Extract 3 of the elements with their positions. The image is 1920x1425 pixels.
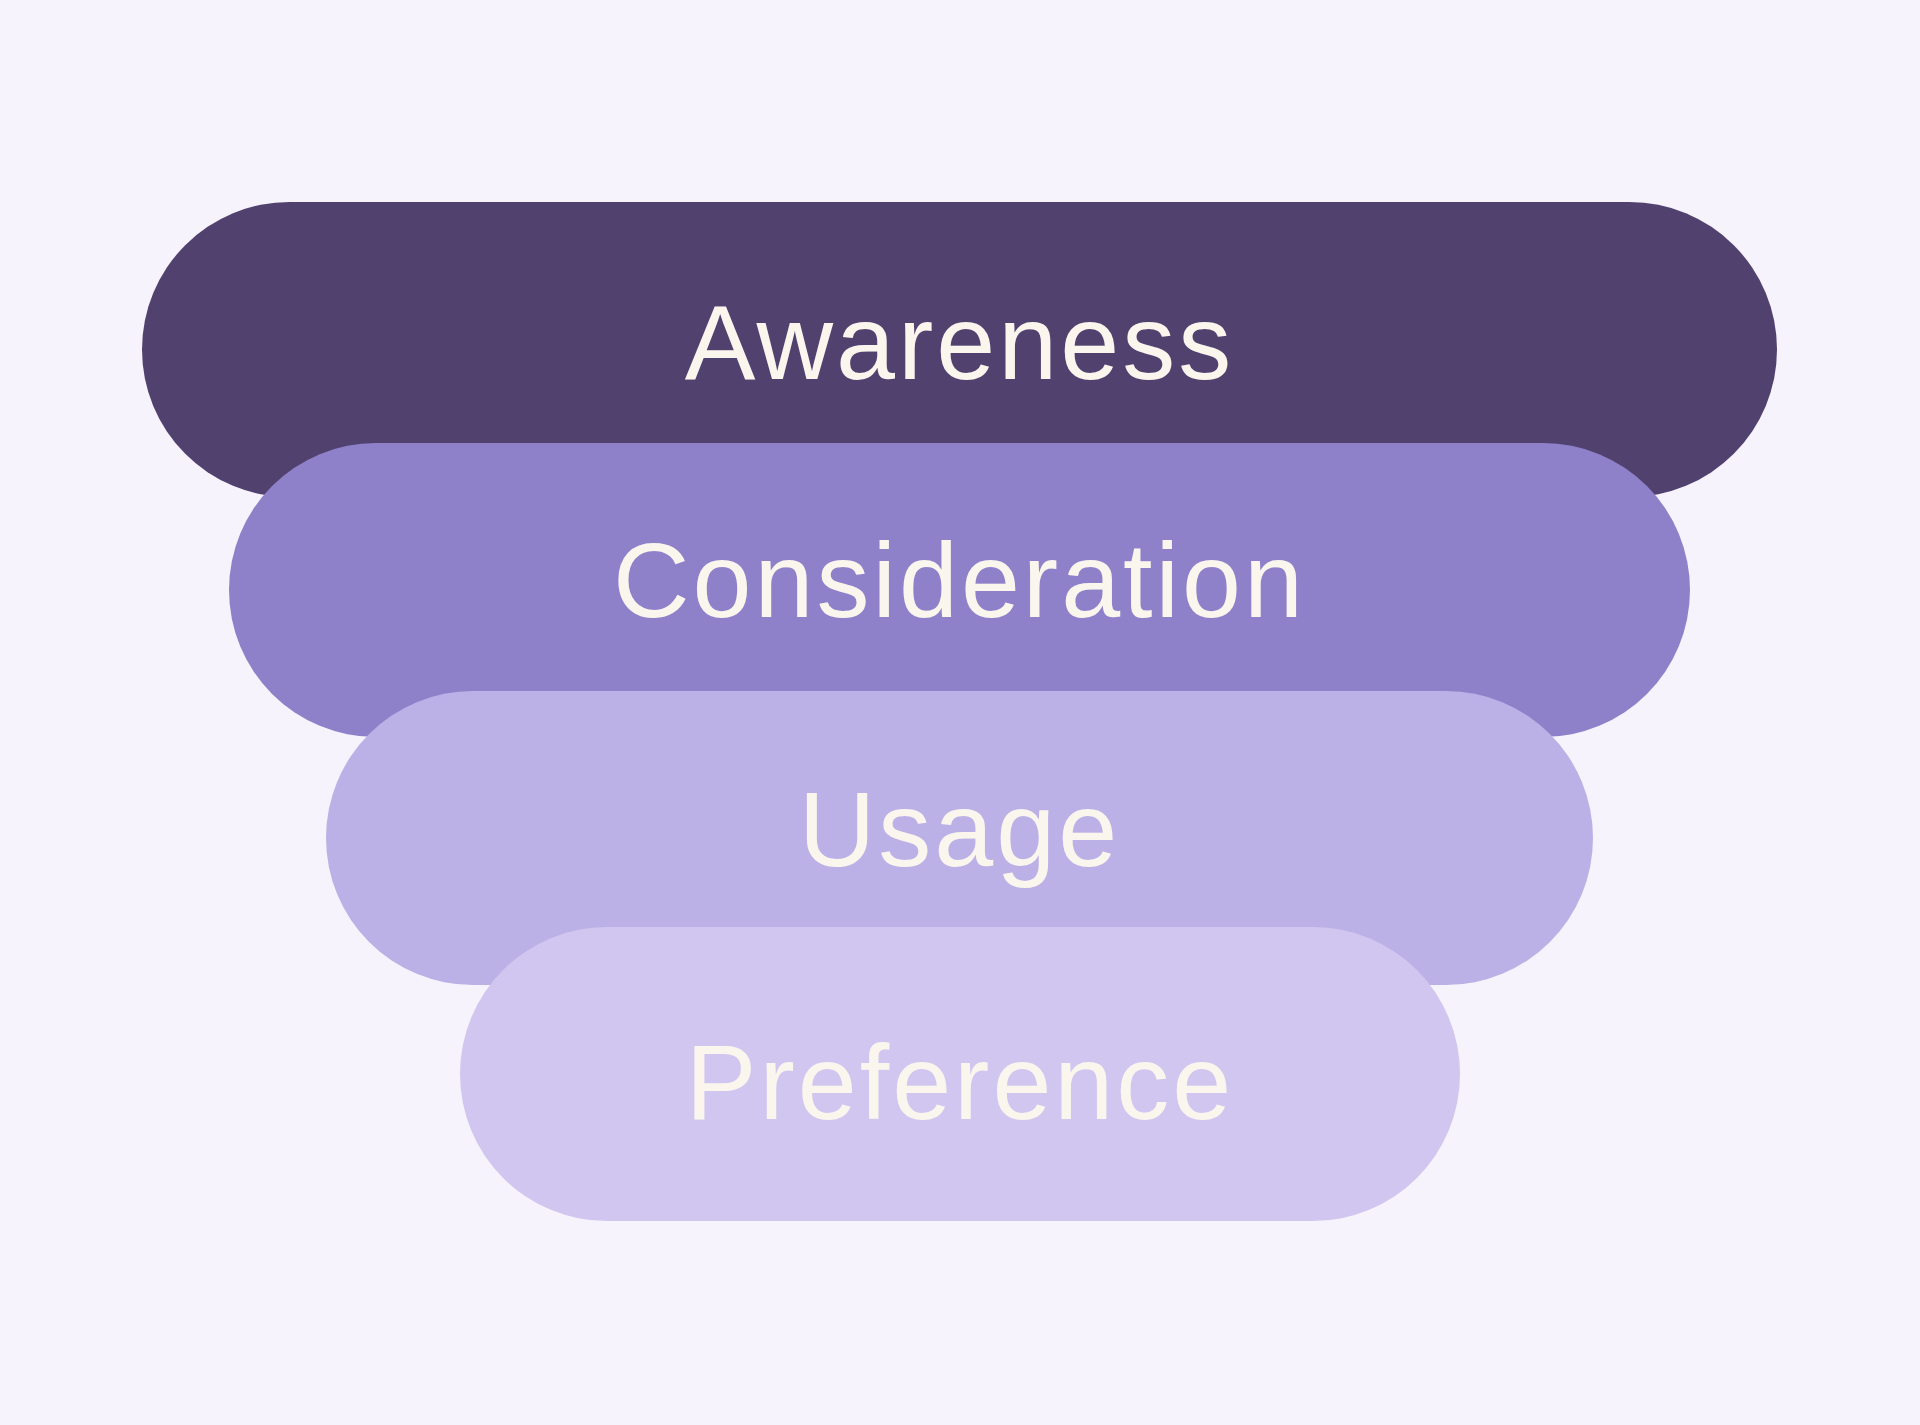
stage-label: Consideration — [611, 520, 1308, 641]
stage-label: Usage — [797, 769, 1122, 890]
stage-label: Awareness — [683, 281, 1236, 403]
